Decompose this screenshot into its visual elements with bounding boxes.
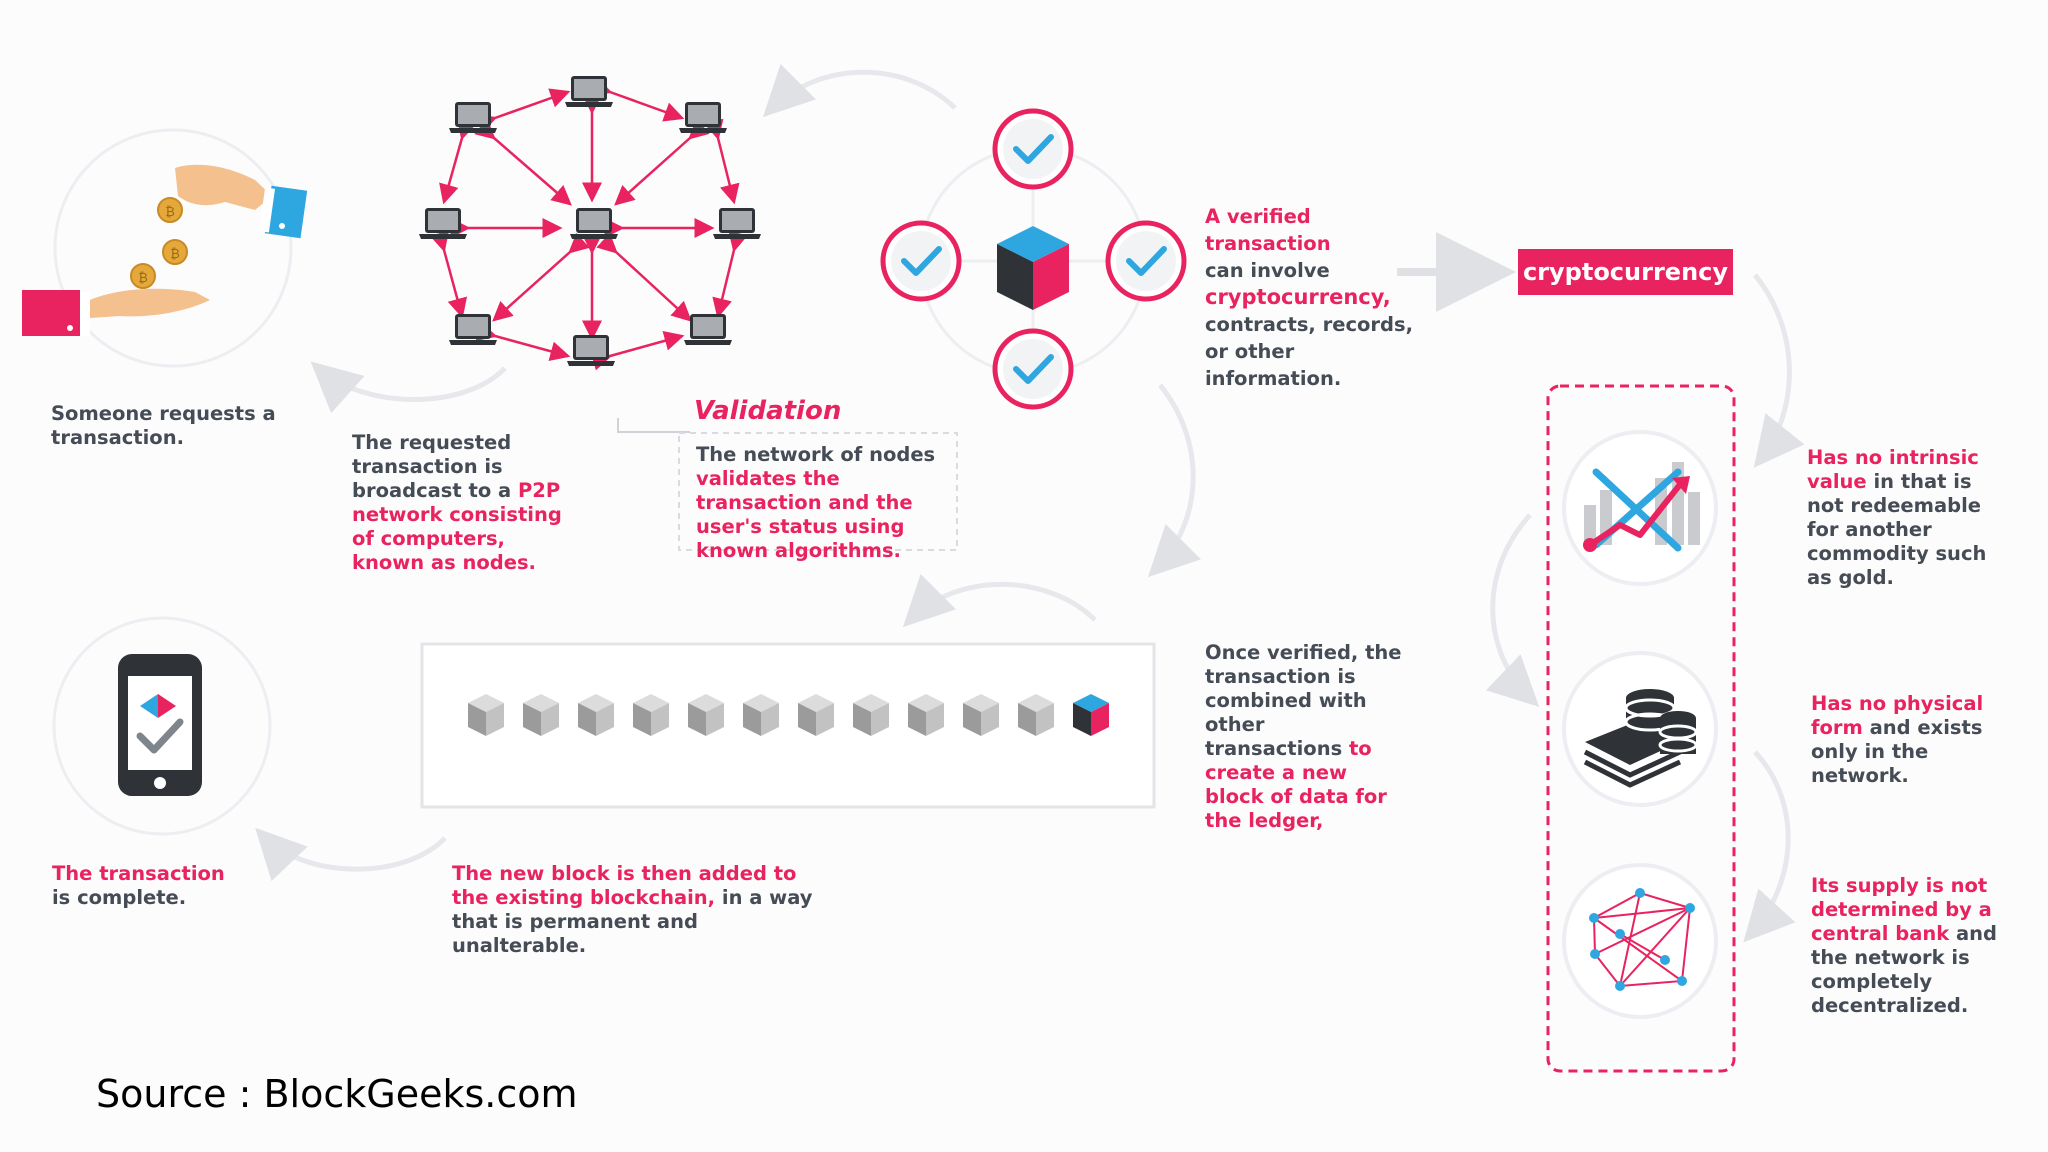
source-caption: Source : BlockGeeks.com <box>96 1072 578 1116</box>
verified-line: contracts, records, <box>1205 313 1414 336</box>
step-combined-text: Once verified, the transaction is combin… <box>1205 641 1405 833</box>
property-rest: in that is not redeemable for another co… <box>1807 470 1987 589</box>
property-highlight: Its supply is not determined by a centra… <box>1811 874 1992 945</box>
check-icon <box>883 223 959 299</box>
phone-check-icon <box>52 616 272 836</box>
property-highlight: Has no intrinsic value <box>1807 446 1979 493</box>
properties-frame <box>1546 384 1736 1073</box>
verified-title: A verified transaction <box>1205 205 1331 255</box>
flow-arrows <box>255 64 1805 943</box>
combined-plain: Once verified, the transaction is combin… <box>1205 641 1402 760</box>
property-intrinsic-value: Has no intrinsic value in that is not re… <box>1807 446 2012 590</box>
validation-box <box>678 432 958 551</box>
p2p-network-icon <box>429 76 748 371</box>
block-cube-icon <box>997 226 1069 310</box>
step-request-text: Someone requests a transaction. <box>51 402 276 449</box>
complete-plain: is complete. <box>52 886 187 909</box>
network-nodes <box>1589 888 1695 991</box>
hands-coins-icon: ₿ ₿ ₿ <box>22 128 308 368</box>
cryptocurrency-label: cryptocurrency <box>1518 249 1733 295</box>
blockchain-icon <box>468 694 1109 736</box>
check-icon <box>1108 223 1184 299</box>
check-icon <box>995 111 1071 187</box>
validation-highlight: validates the transaction and the user's… <box>696 467 913 562</box>
complete-highlight: The transaction <box>52 862 225 885</box>
property-supply: Its supply is not determined by a centra… <box>1811 874 2016 1018</box>
svg-text:₿: ₿ <box>165 205 175 220</box>
property-rest: and the network is completely decentrali… <box>1811 922 1998 1017</box>
coins-cash-icon <box>1562 651 1718 807</box>
validation-checks <box>883 111 1184 407</box>
property-highlight: Has no physical form <box>1811 692 1984 739</box>
verified-crypto: cryptocurrency, <box>1205 285 1391 309</box>
step-broadcast-text: The requested transaction is broadcast t… <box>352 431 567 575</box>
added-highlight: The new block is then added to the exist… <box>452 862 797 909</box>
chart-down-icon <box>1562 430 1718 586</box>
validation-bracket <box>617 418 690 433</box>
broadcast-plain: The requested transaction is broadcast t… <box>352 431 518 502</box>
verified-line: can involve <box>1205 259 1330 282</box>
step-complete-text: The transaction is complete. <box>52 862 232 910</box>
svg-text:₿: ₿ <box>170 247 180 262</box>
property-rest: and exists only in the network. <box>1811 716 1983 787</box>
step-verified-text: A verified transaction can involve crypt… <box>1205 203 1435 392</box>
added-plain: in a way that is permanent and unalterab… <box>452 886 813 957</box>
network-icon <box>1562 863 1718 1019</box>
step-validation-text: The network of nodes validates the trans… <box>696 443 951 563</box>
verified-line: or other information. <box>1205 340 1342 390</box>
step-added-text: The new block is then added to the exist… <box>452 862 837 958</box>
combined-highlight: to create a new block of data for the le… <box>1205 737 1387 832</box>
broadcast-highlight: P2P network consisting of computers, kno… <box>352 479 562 574</box>
validation-plain: The network of nodes <box>696 443 936 466</box>
node-laptops <box>419 76 761 366</box>
svg-text:₿: ₿ <box>138 271 148 286</box>
check-icon <box>995 331 1071 407</box>
validation-title: Validation <box>694 396 842 426</box>
property-physical-form: Has no physical form and exists only in … <box>1811 692 2026 788</box>
